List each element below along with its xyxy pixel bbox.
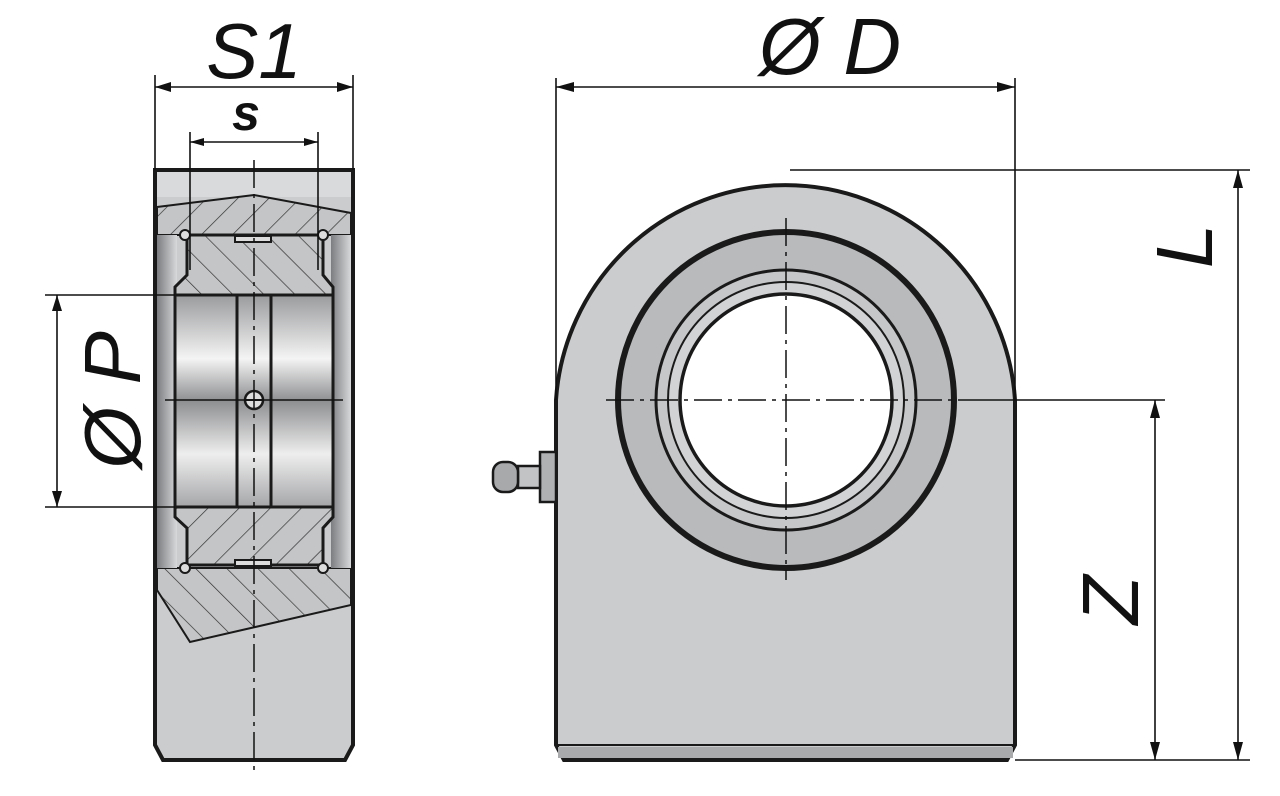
side-section-view: [153, 160, 355, 770]
dimension-diameter-d: Ø D: [555, 2, 1016, 400]
label-diameter-p: Ø P: [68, 331, 157, 472]
label-diameter-d: Ø D: [756, 2, 901, 91]
grease-nipple: [491, 450, 558, 504]
dimension-l: L: [790, 169, 1250, 761]
dimension-s1: S1: [154, 7, 354, 170]
label-l: L: [1140, 224, 1229, 269]
front-view: [491, 183, 1017, 762]
dimension-z: Z: [966, 399, 1165, 760]
label-s: s: [232, 85, 260, 141]
label-s1: S1: [206, 7, 301, 95]
dimension-s: s: [189, 85, 319, 270]
label-z: Z: [1066, 572, 1155, 626]
dimension-diameter-p: Ø P: [45, 294, 175, 508]
